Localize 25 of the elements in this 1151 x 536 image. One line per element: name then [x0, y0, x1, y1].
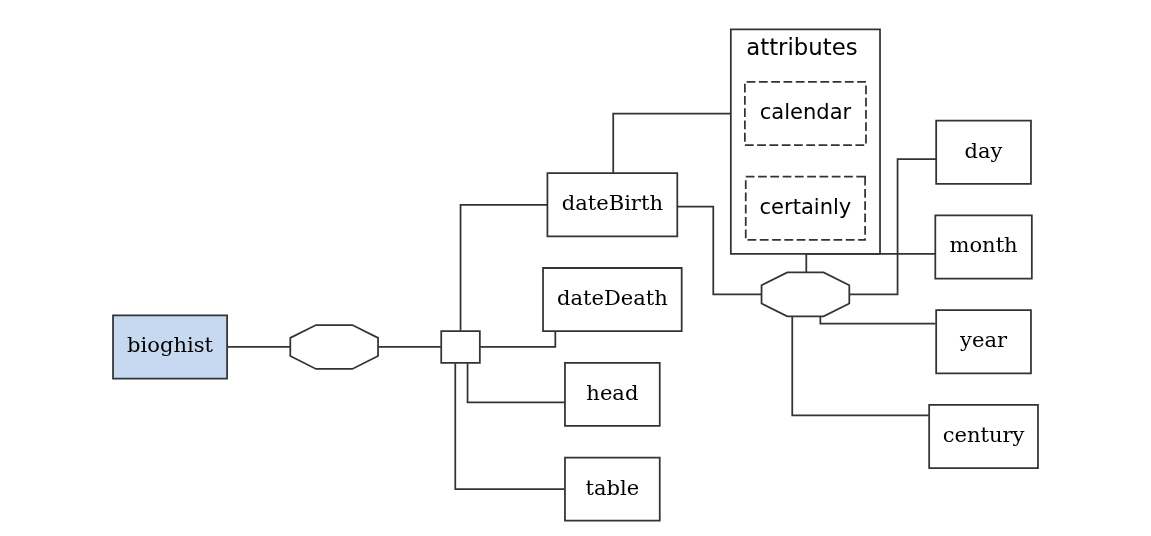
- node-octagon: [760, 271, 851, 318]
- node-box: day: [935, 119, 1032, 185]
- connector: [676, 205, 763, 296]
- connector: [612, 112, 732, 174]
- node-octagon: [289, 324, 379, 370]
- node-box: century: [928, 404, 1039, 469]
- connector: [819, 315, 937, 325]
- connector: [466, 362, 566, 404]
- node-box: bioghist: [112, 314, 228, 380]
- node-box: calendar: [744, 81, 867, 146]
- connector: [459, 203, 548, 332]
- node-box: head: [564, 361, 661, 427]
- node-box: dateDeath: [542, 267, 683, 333]
- node-box: dateBirth: [546, 172, 679, 238]
- connector: [454, 362, 566, 491]
- connector: [377, 346, 442, 348]
- connector: [848, 158, 937, 296]
- connector: [805, 253, 936, 274]
- node-box: month: [934, 214, 1033, 280]
- node-box: certainly: [744, 175, 866, 241]
- connector: [226, 346, 291, 348]
- node-box: year: [935, 309, 1032, 375]
- node-box: table: [564, 456, 661, 522]
- node-box: [440, 330, 481, 364]
- connector: [791, 315, 930, 417]
